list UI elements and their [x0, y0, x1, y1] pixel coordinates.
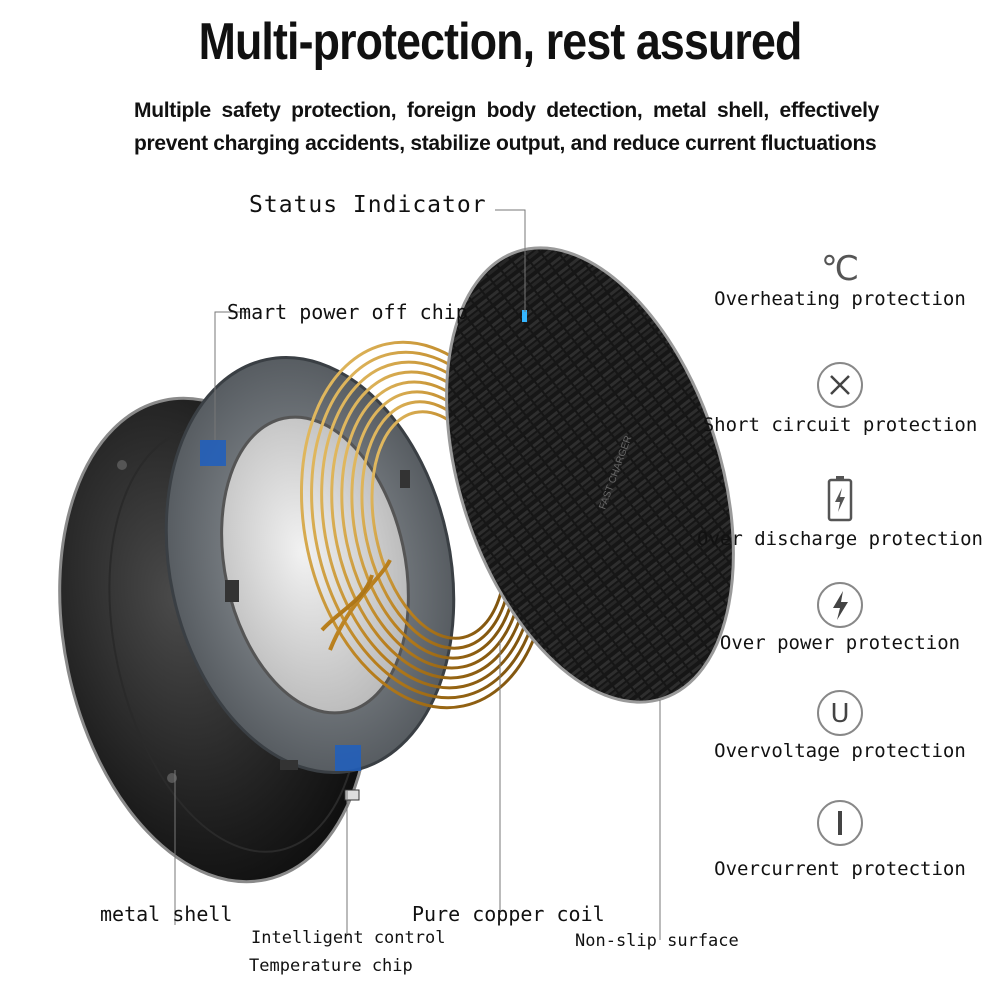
i-circle-icon	[817, 800, 863, 846]
feature-over-power: Over power protection	[680, 580, 1000, 654]
x-circle-icon	[817, 362, 863, 408]
feature-overcurrent: Overcurrent protection	[680, 798, 1000, 880]
pure-copper-coil-label: Pure copper coil	[412, 902, 605, 926]
lightning-circle-icon	[817, 582, 863, 628]
u-circle-icon: U	[817, 690, 863, 736]
non-slip-pad-part: FAST CHARGER	[445, 246, 735, 704]
intelligent-control-label: Intelligent control	[251, 928, 446, 948]
svg-text:U: U	[830, 699, 849, 729]
feature-overvoltage: U Overvoltage protection	[680, 688, 1000, 762]
feature-label: Overheating protection	[714, 288, 966, 310]
temperature-chip-label: Temperature chip	[249, 956, 413, 976]
status-indicator-label: Status Indicator	[249, 192, 487, 218]
feature-short-circuit: Short circuit protection	[680, 360, 1000, 436]
page-subtitle: Multiple safety protection, foreign body…	[134, 99, 879, 155]
callout-lines	[174, 209, 661, 940]
feature-label: Overvoltage protection	[714, 740, 966, 762]
celsius-icon: ℃	[820, 249, 860, 289]
feature-label: Over power protection	[719, 632, 961, 654]
metal-shell-label: metal shell	[100, 902, 233, 926]
status-indicator-led	[522, 310, 527, 322]
feature-over-discharge: Over discharge protection	[680, 474, 1000, 550]
page-title: Multi-protection, rest assured	[198, 13, 803, 71]
non-slip-surface-label: Non-slip surface	[575, 931, 739, 951]
battery-icon	[827, 476, 853, 522]
feature-label: Over discharge protection	[697, 528, 983, 550]
feature-overheating: ℃ Overheating protection	[680, 250, 1000, 310]
feature-label: Overcurrent protection	[714, 858, 966, 880]
smart-power-off-chip-label: Smart power off chip	[227, 300, 468, 324]
feature-label: Short circuit protection	[702, 414, 978, 436]
